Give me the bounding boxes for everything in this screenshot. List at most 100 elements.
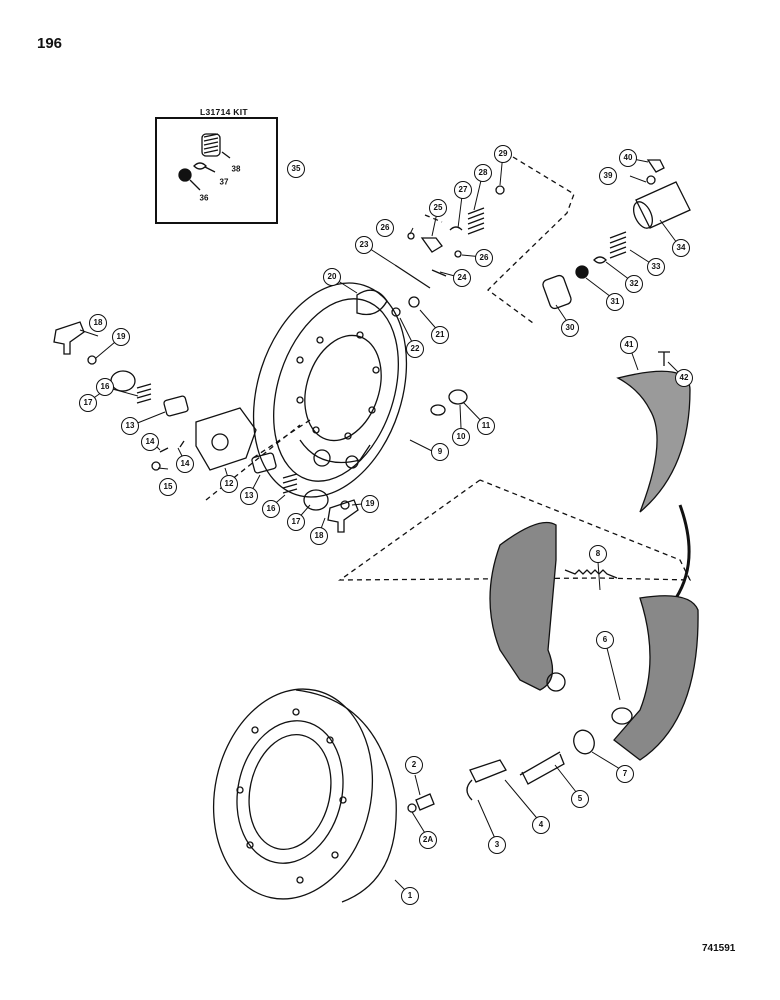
kit-box — [155, 117, 278, 224]
rivet-42 — [658, 351, 670, 366]
callout-26-left: 26 — [376, 219, 394, 237]
callout-13-lower: 13 — [240, 487, 258, 505]
backing-plate-9 — [252, 282, 408, 498]
spring-28 — [467, 207, 485, 235]
callout-29: 29 — [494, 145, 512, 163]
lever-25 — [420, 237, 443, 253]
callout-23: 23 — [355, 236, 373, 254]
lining-41 — [616, 370, 691, 513]
nut-19-upper — [87, 355, 97, 365]
kit-label-38: 38 — [231, 164, 241, 174]
callout-2: 2 — [405, 756, 423, 774]
leader-lines — [79, 152, 685, 896]
callout-22: 22 — [406, 340, 424, 358]
kit-plug-36 — [178, 168, 192, 182]
callout-16-lower: 16 — [262, 500, 280, 518]
washer-2a — [407, 803, 417, 813]
callout-42: 42 — [675, 369, 693, 387]
spring-seat-26b — [454, 250, 462, 258]
spring-16-upper — [136, 383, 152, 404]
clip-24 — [431, 269, 447, 277]
callout-7: 7 — [616, 765, 634, 783]
callout-1: 1 — [401, 887, 419, 905]
dashed-wheel-cylinder-group — [205, 156, 692, 581]
bolt-2 — [415, 793, 435, 811]
callout-8: 8 — [589, 545, 607, 563]
callout-15: 15 — [159, 478, 177, 496]
bolt-21 — [408, 296, 420, 308]
callout-13-upper: 13 — [121, 417, 139, 435]
callout-9: 9 — [431, 443, 449, 461]
plug-31 — [575, 265, 589, 279]
washer-10 — [430, 404, 446, 416]
anchor-pin-5 — [519, 751, 565, 785]
piston-13-lower — [251, 452, 277, 474]
callout-32: 32 — [625, 275, 643, 293]
kit-label-36: 36 — [199, 193, 209, 203]
seal-20 — [356, 289, 388, 316]
washer-29 — [495, 185, 505, 195]
callout-26-right: 26 — [475, 249, 493, 267]
callout-17-upper: 17 — [79, 394, 97, 412]
kit-leaders — [189, 151, 231, 191]
cup-27 — [449, 226, 463, 231]
callout-39: 39 — [599, 167, 617, 185]
cylinder-34 — [632, 181, 691, 229]
kit-title: L31714 KIT — [200, 107, 248, 117]
pin-23 — [394, 264, 431, 289]
callout-2a: 2A — [419, 831, 437, 849]
kit-spring-38 — [201, 133, 221, 157]
link-18-upper — [53, 321, 85, 355]
callout-11: 11 — [477, 417, 495, 435]
brake-drum-1 — [212, 688, 397, 903]
callout-6: 6 — [596, 631, 614, 649]
callout-14-left: 14 — [141, 433, 159, 451]
callout-33: 33 — [647, 258, 665, 276]
spring-seat-26a — [407, 232, 415, 240]
boot-17-upper — [110, 370, 136, 392]
boot-17-lower — [303, 489, 329, 511]
callout-18-lower: 18 — [310, 527, 328, 545]
callout-16-upper: 16 — [96, 378, 114, 396]
callout-21: 21 — [431, 326, 449, 344]
bleeder-14 — [159, 440, 185, 453]
plate-4 — [469, 759, 507, 783]
reference-number: 741591 — [702, 943, 736, 954]
callout-25: 25 — [429, 199, 447, 217]
sleeve-30 — [542, 274, 572, 310]
page-number: 196 — [37, 35, 63, 52]
washer-22 — [391, 307, 401, 317]
retainer-3 — [466, 779, 473, 801]
nut-11 — [448, 389, 468, 405]
spring-8 — [564, 569, 618, 579]
wheel-cylinder-12 — [195, 407, 257, 471]
callout-35: 35 — [287, 160, 305, 178]
callout-20: 20 — [323, 268, 341, 286]
callout-5: 5 — [571, 790, 589, 808]
brake-shoe-right-6 — [611, 595, 699, 761]
callout-24: 24 — [453, 269, 471, 287]
arrow-curve — [674, 504, 691, 599]
cup-32 — [593, 256, 607, 264]
spring-33 — [609, 231, 627, 259]
kit-label-37: 37 — [219, 177, 229, 187]
callout-40: 40 — [619, 149, 637, 167]
callout-27: 27 — [454, 181, 472, 199]
callout-34: 34 — [672, 239, 690, 257]
callout-12: 12 — [220, 475, 238, 493]
cap-15 — [151, 461, 161, 471]
callout-14-right: 14 — [176, 455, 194, 473]
bleeder-40 — [646, 159, 665, 173]
callout-3: 3 — [488, 836, 506, 854]
piston-13-upper — [163, 395, 189, 417]
callout-30: 30 — [561, 319, 579, 337]
kit-cup-37 — [193, 162, 207, 170]
callout-19-upper: 19 — [112, 328, 130, 346]
callout-41: 41 — [620, 336, 638, 354]
sleeve-7 — [573, 729, 595, 755]
callout-4: 4 — [532, 816, 550, 834]
cap-39 — [646, 175, 656, 185]
callout-17-lower: 17 — [287, 513, 305, 531]
